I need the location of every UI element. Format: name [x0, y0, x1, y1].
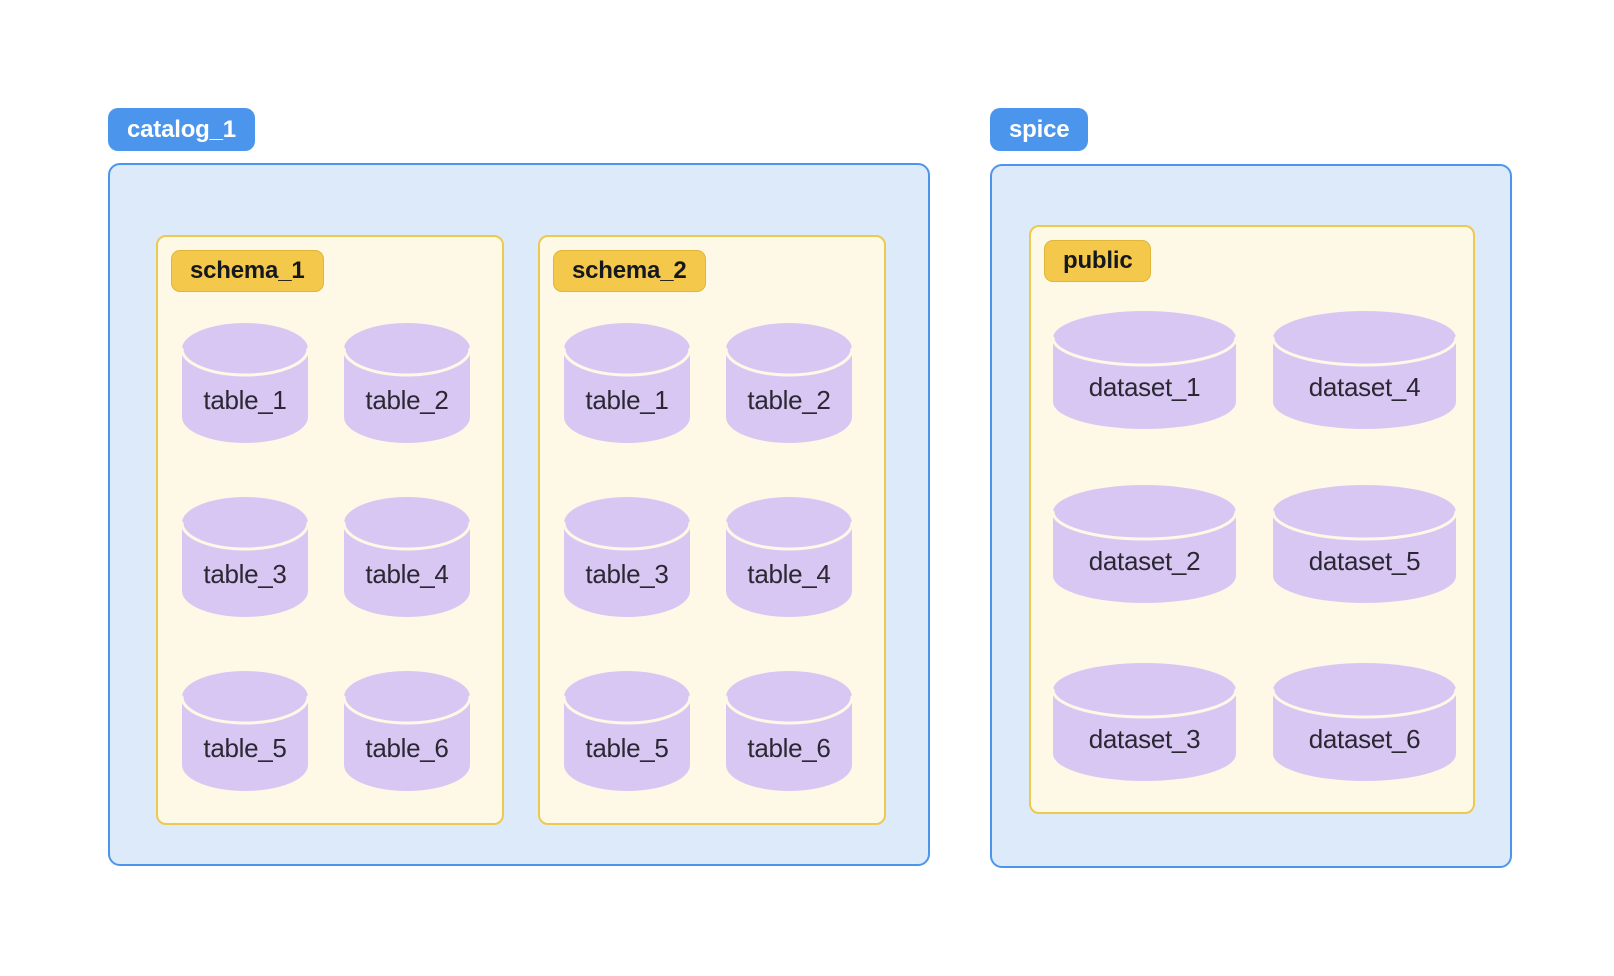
database-cylinder: table_4: [342, 497, 472, 617]
spice-container: public dataset_1 dataset_4 dataset_2 dat…: [990, 164, 1512, 868]
database-cylinder: dataset_3: [1051, 663, 1238, 781]
table-label: table_4: [747, 559, 830, 589]
public-badge: public: [1044, 240, 1152, 282]
database-cylinder: table_2: [342, 323, 472, 443]
database-cylinder: dataset_5: [1271, 485, 1458, 603]
table-label: table_1: [585, 385, 668, 415]
schema-box-2: schema_2 table_1 table_2 table_3 table_4: [538, 235, 886, 825]
database-cylinder: table_5: [180, 671, 310, 791]
catalog-container: schema_1 table_1 table_2 table_3 table_4: [108, 163, 930, 866]
schema-box-1: schema_1 table_1 table_2 table_3 table_4: [156, 235, 504, 825]
database-cylinder: table_5: [562, 671, 692, 791]
dataset-label: dataset_3: [1089, 724, 1201, 754]
database-cylinder: table_3: [562, 497, 692, 617]
database-cylinder: table_6: [724, 671, 854, 791]
dataset-label: dataset_4: [1309, 372, 1421, 402]
table-label: table_2: [365, 385, 448, 415]
table-label: table_2: [747, 385, 830, 415]
table-label: table_6: [747, 733, 830, 763]
database-cylinder: dataset_2: [1051, 485, 1238, 603]
database-cylinder: table_4: [724, 497, 854, 617]
dataset-label: dataset_6: [1309, 724, 1421, 754]
public-box: public dataset_1 dataset_4 dataset_2 dat…: [1029, 225, 1475, 814]
database-cylinder: dataset_1: [1051, 311, 1238, 429]
database-cylinder: table_1: [562, 323, 692, 443]
dataset-label: dataset_1: [1089, 372, 1201, 402]
database-cylinder: table_1: [180, 323, 310, 443]
catalog-badge: catalog_1: [108, 108, 255, 151]
schema-2-badge: schema_2: [553, 250, 706, 292]
table-label: table_5: [585, 733, 668, 763]
spice-badge: spice: [990, 108, 1089, 151]
table-label: table_6: [365, 733, 448, 763]
table-label: table_1: [203, 385, 286, 415]
database-cylinder: dataset_6: [1271, 663, 1458, 781]
dataset-label: dataset_2: [1089, 546, 1201, 576]
table-label: table_3: [203, 559, 286, 589]
table-label: table_4: [365, 559, 448, 589]
database-cylinder: table_3: [180, 497, 310, 617]
table-label: table_3: [585, 559, 668, 589]
dataset-label: dataset_5: [1309, 546, 1421, 576]
database-cylinder: table_6: [342, 671, 472, 791]
table-label: table_5: [203, 733, 286, 763]
schema-1-badge: schema_1: [171, 250, 324, 292]
database-cylinder: dataset_4: [1271, 311, 1458, 429]
database-cylinder: table_2: [724, 323, 854, 443]
